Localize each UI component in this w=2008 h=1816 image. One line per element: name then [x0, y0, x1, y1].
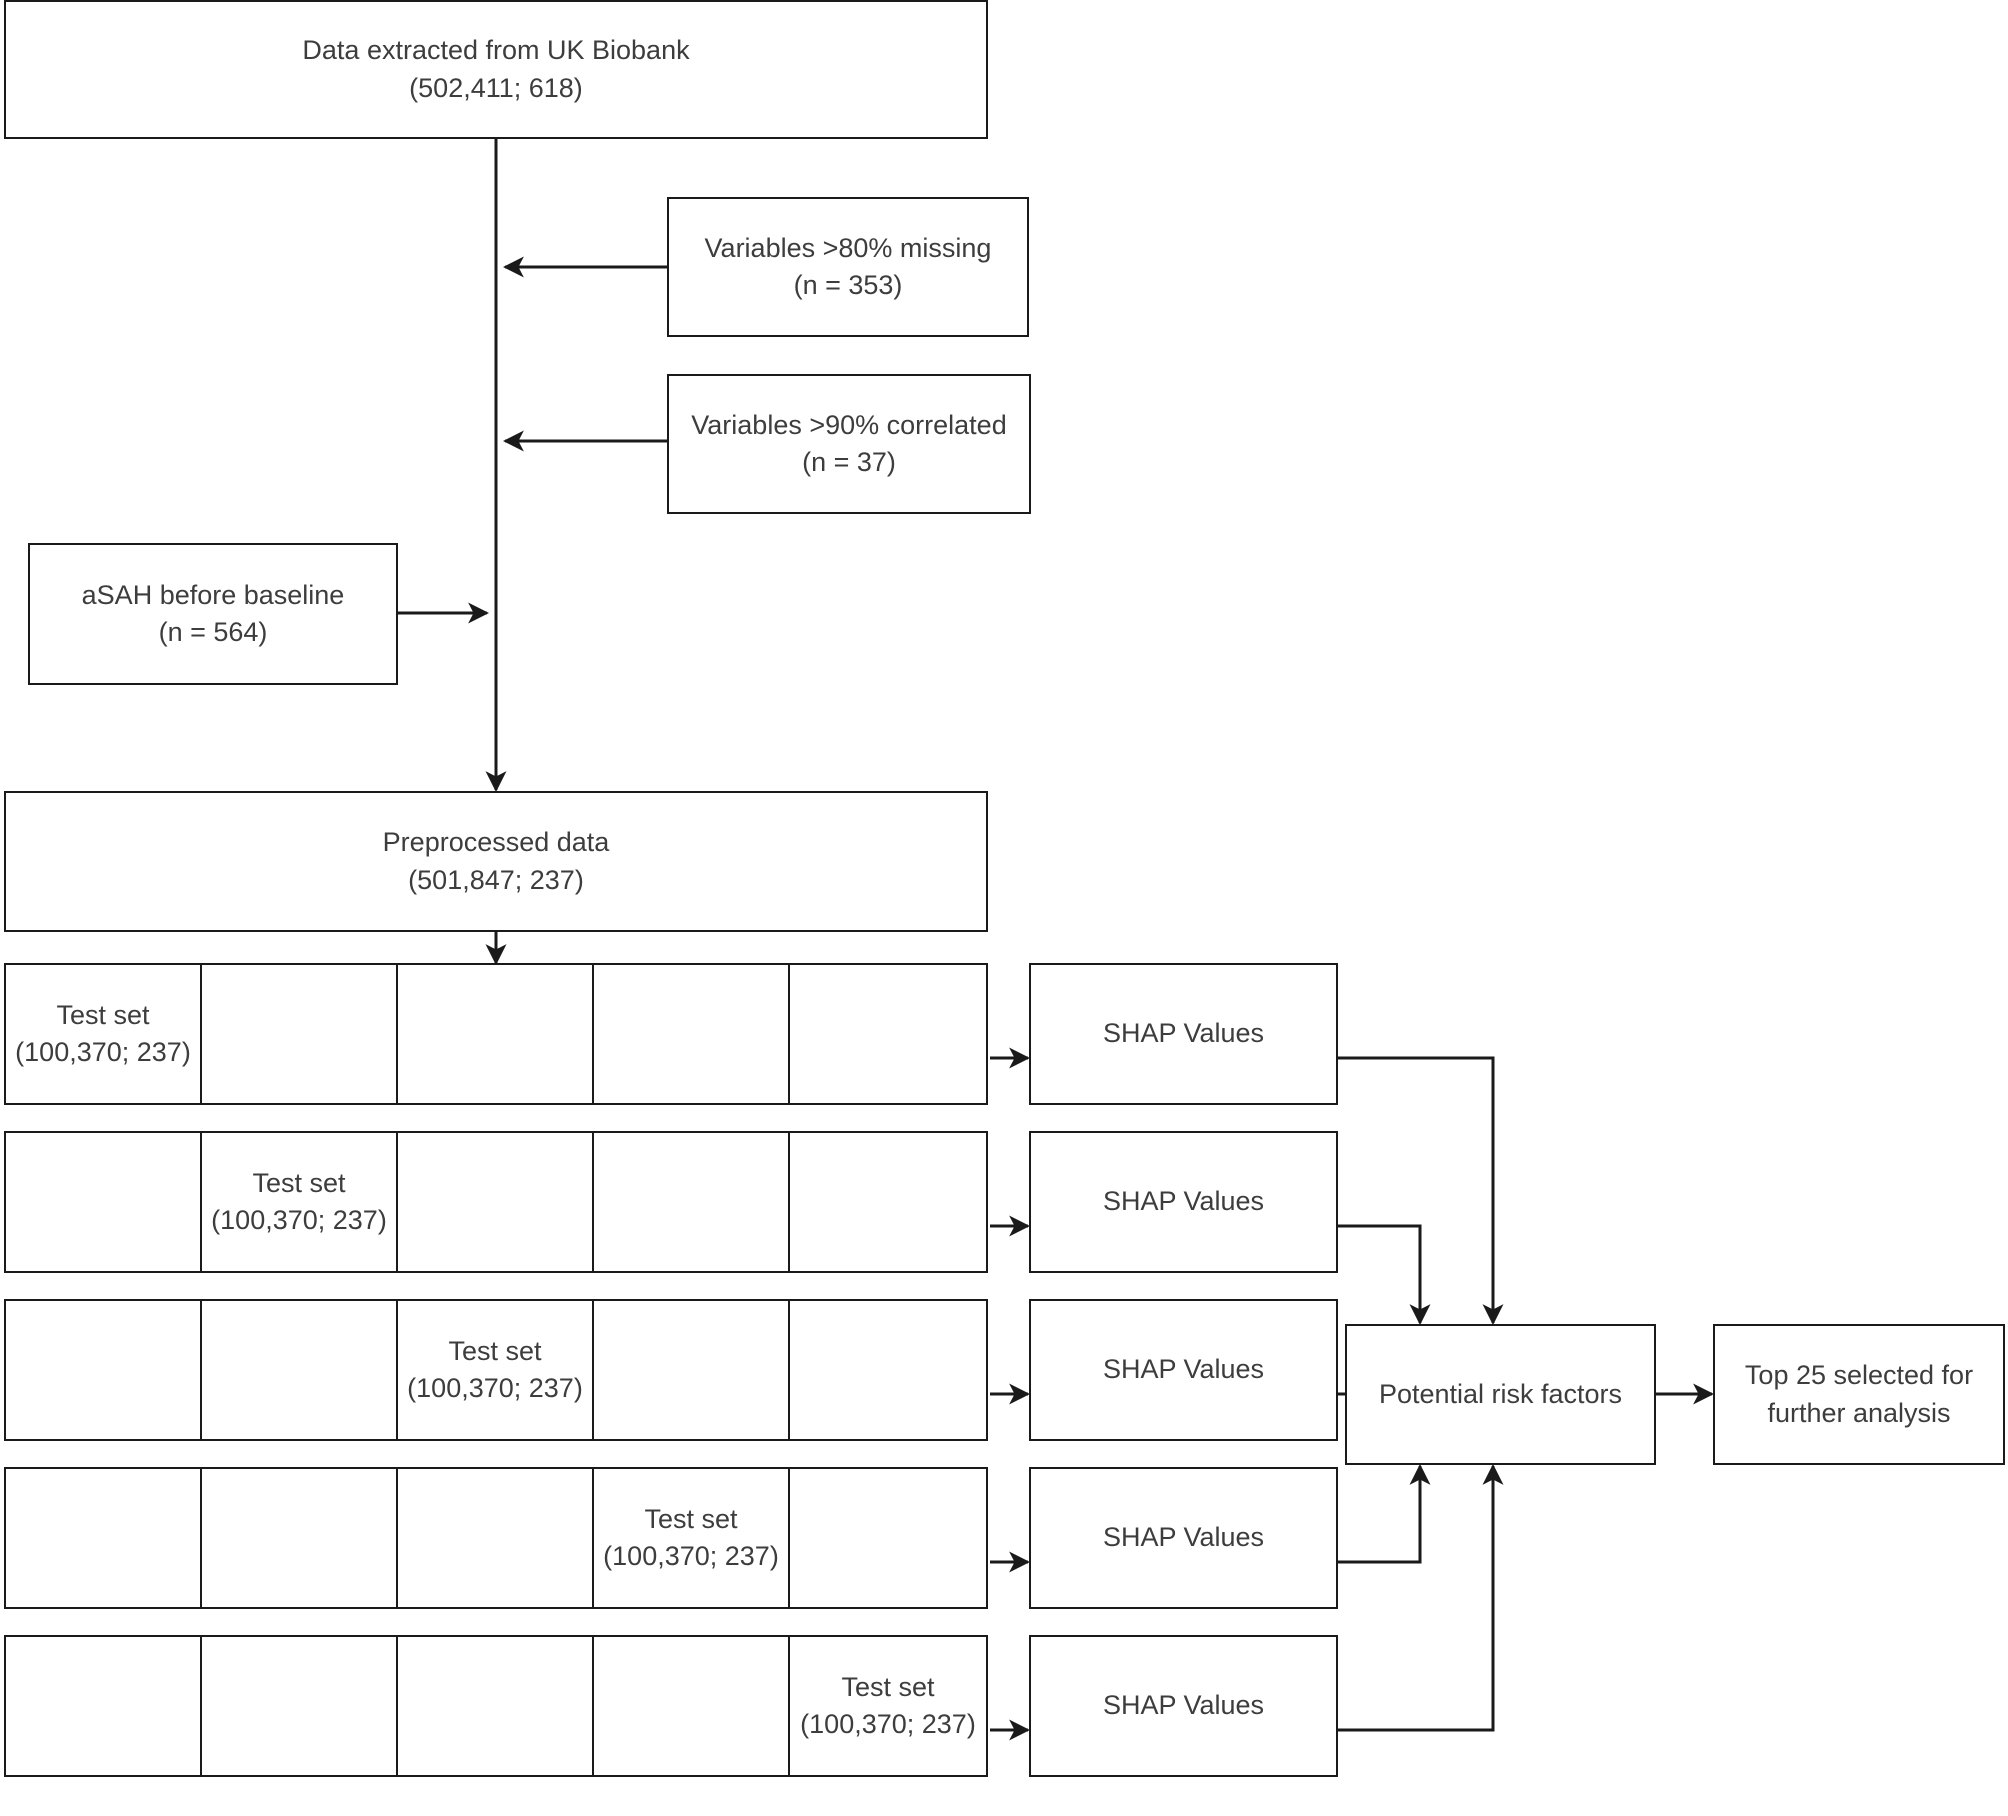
cv-fold-row: Test set (100,370; 237) [4, 1467, 988, 1609]
cv-test-cell-label: Test set (100,370; 237) [211, 1167, 387, 1235]
cv-train-cell [790, 1133, 986, 1271]
cv-train-cell [398, 1637, 594, 1775]
cv-train-cell [398, 965, 594, 1103]
cv-train-cell [790, 1301, 986, 1439]
cv-train-cell [790, 1469, 986, 1607]
node-shap-values-label: SHAP Values [1102, 1690, 1265, 1721]
cv-fold-row: Test set (100,370; 237) [4, 1635, 988, 1777]
wire-shap4-to-risk [1338, 1463, 1431, 1564]
wire-shap2-to-risk [1338, 1224, 1431, 1326]
cv-train-cell [594, 1637, 790, 1775]
node-shap-values: SHAP Values [1029, 1131, 1338, 1273]
cv-test-cell: Test set (100,370; 237) [594, 1469, 790, 1607]
node-exclude-missing-label: Variables >80% missing (n = 353) [704, 232, 992, 300]
node-shap-values-label: SHAP Values [1102, 1018, 1265, 1049]
cv-test-cell-label: Test set (100,370; 237) [603, 1503, 779, 1571]
cv-train-cell [594, 1133, 790, 1271]
node-exclude-asah-label: aSAH before baseline (n = 564) [81, 579, 345, 647]
cv-test-cell: Test set (100,370; 237) [202, 1133, 398, 1271]
cv-test-cell: Test set (100,370; 237) [6, 965, 202, 1103]
node-potential-risk-factors-label: Potential risk factors [1378, 1378, 1623, 1409]
node-shap-values: SHAP Values [1029, 1467, 1338, 1609]
wire-shap1-to-risk [1338, 1056, 1504, 1326]
cv-train-cell [398, 1469, 594, 1607]
cv-train-cell [202, 1469, 398, 1607]
node-shap-values-label: SHAP Values [1102, 1354, 1265, 1385]
node-preprocessed-data-label: Preprocessed data (501,847; 237) [382, 827, 610, 895]
node-potential-risk-factors: Potential risk factors [1345, 1324, 1656, 1465]
cv-train-cell [202, 1637, 398, 1775]
cv-train-cell [398, 1133, 594, 1271]
node-shap-values: SHAP Values [1029, 1635, 1338, 1777]
cv-test-cell-label: Test set (100,370; 237) [15, 999, 191, 1067]
node-top25-selected-label: Top 25 selected for further analysis [1744, 1360, 1974, 1428]
cv-train-cell [594, 1301, 790, 1439]
node-top25-selected: Top 25 selected for further analysis [1713, 1324, 2005, 1465]
node-exclude-missing: Variables >80% missing (n = 353) [667, 197, 1029, 337]
cv-fold-row: Test set (100,370; 237) [4, 1131, 988, 1273]
node-exclude-correlated-label: Variables >90% correlated (n = 37) [691, 409, 1007, 477]
cv-train-cell [790, 965, 986, 1103]
node-shap-values-label: SHAP Values [1102, 1522, 1265, 1553]
cv-train-cell [202, 1301, 398, 1439]
cv-test-cell: Test set (100,370; 237) [790, 1637, 986, 1775]
cv-train-cell [202, 965, 398, 1103]
node-source-data: Data extracted from UK Biobank (502,411;… [4, 0, 988, 139]
node-exclude-asah: aSAH before baseline (n = 564) [28, 543, 398, 685]
wire-shap5-to-risk [1338, 1463, 1504, 1732]
cv-train-cell [6, 1637, 202, 1775]
node-shap-values-label: SHAP Values [1102, 1186, 1265, 1217]
node-shap-values: SHAP Values [1029, 1299, 1338, 1441]
node-exclude-correlated: Variables >90% correlated (n = 37) [667, 374, 1031, 514]
node-preprocessed-data: Preprocessed data (501,847; 237) [4, 791, 988, 932]
cv-test-cell-label: Test set (100,370; 237) [800, 1671, 976, 1739]
cv-train-cell [6, 1133, 202, 1271]
node-source-data-label: Data extracted from UK Biobank (502,411;… [302, 35, 690, 103]
cv-train-cell [594, 965, 790, 1103]
cv-fold-row: Test set (100,370; 237) [4, 1299, 988, 1441]
cv-train-cell [6, 1301, 202, 1439]
cv-train-cell [6, 1469, 202, 1607]
cv-test-cell: Test set (100,370; 237) [398, 1301, 594, 1439]
cv-fold-row: Test set (100,370; 237) [4, 963, 988, 1105]
cv-test-cell-label: Test set (100,370; 237) [407, 1335, 583, 1403]
node-shap-values: SHAP Values [1029, 963, 1338, 1105]
